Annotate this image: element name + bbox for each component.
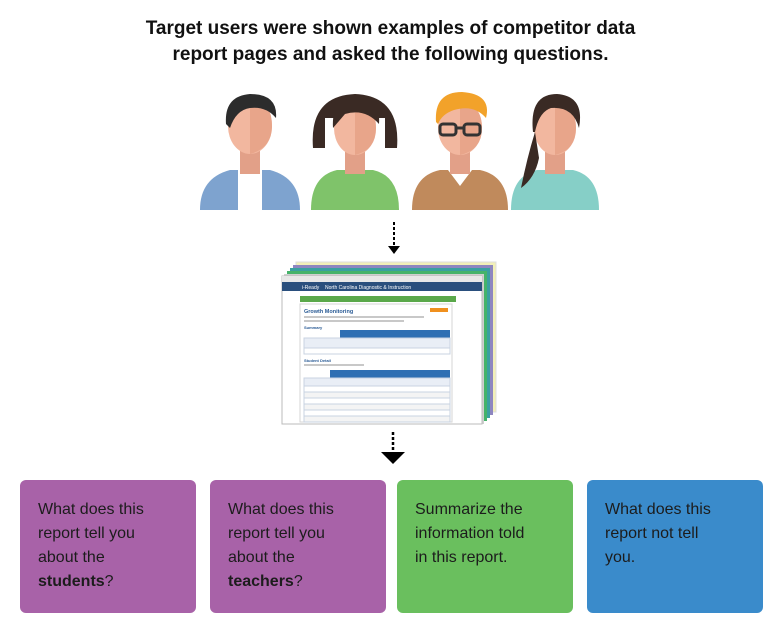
card-punctuation: ?: [293, 573, 303, 590]
user-man-blue-shirt-icon: [200, 94, 300, 210]
card-line: What does this: [228, 501, 334, 518]
card-line: What does this: [605, 501, 711, 518]
arrow-down-icon: [388, 222, 400, 254]
card-line: about the: [228, 549, 295, 566]
card-line: teachers?: [228, 570, 370, 594]
card-line: report tell you: [38, 525, 135, 542]
question-card-summarize: Summarize the information told in this r…: [397, 480, 573, 613]
svg-text:North Carolina Diagnostic & In: North Carolina Diagnostic & Instruction: [325, 285, 411, 291]
report-header: Growth Monitoring: [304, 309, 353, 315]
card-line: information told: [415, 525, 525, 542]
diagram-title: Target users were shown examples of comp…: [0, 16, 781, 68]
title-line-1: Target users were shown examples of comp…: [145, 18, 636, 39]
card-line: you.: [605, 549, 636, 566]
card-line: in this report.: [415, 549, 508, 566]
card-line: about the: [38, 549, 105, 566]
card-line: report tell you: [228, 525, 325, 542]
emphasis-students: students: [38, 573, 105, 590]
report-section-detail: Student Detail: [304, 358, 331, 363]
question-card-not-tell: What does this report not tell you.: [587, 480, 763, 613]
arrow-down-icon: [381, 432, 405, 464]
emphasis-teachers: teachers: [228, 573, 294, 590]
card-line: report not tell: [605, 525, 699, 542]
user-man-glasses-brown-shirt-icon: [412, 92, 508, 210]
competitor-report-pages: i-Ready North Carolina Diagnostic & Inst…: [281, 261, 497, 425]
target-users-group: [200, 92, 599, 210]
card-punctuation: ?: [104, 573, 114, 590]
user-woman-green-shirt-icon: [311, 94, 399, 210]
user-woman-ponytail-teal-shirt-icon: [511, 94, 599, 210]
svg-text:i-Ready: i-Ready: [302, 285, 320, 291]
report-section-summary: Summary: [304, 325, 323, 330]
card-line: Summarize the: [415, 501, 523, 518]
card-line: What does this: [38, 501, 144, 518]
title-line-2: report pages and asked the following que…: [172, 44, 609, 65]
question-card-students: What does this report tell you about the…: [20, 480, 196, 613]
question-card-teachers: What does this report tell you about the…: [210, 480, 386, 613]
card-line: students?: [38, 570, 180, 594]
